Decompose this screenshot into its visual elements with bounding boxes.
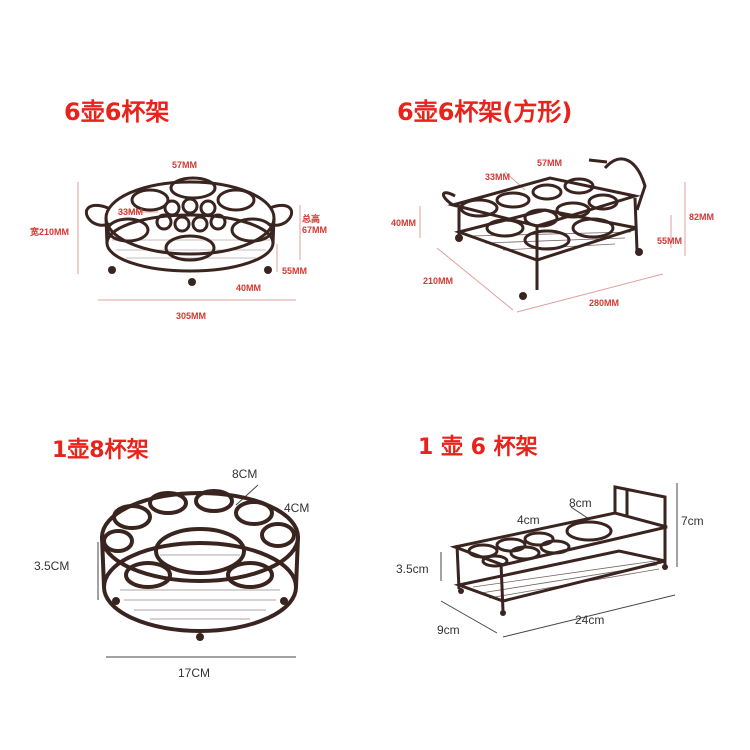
dim-small-ring: 4cm (517, 513, 540, 527)
panel-title: 1壶8杯架 (52, 438, 149, 463)
dim-small-ring: 33MM (485, 172, 511, 182)
panel-title: 6壶6杯架(方形) (397, 98, 573, 126)
dim-mid-height: 55MM (282, 266, 308, 276)
dim-length: 305MM (176, 311, 207, 321)
dim-length: 24cm (575, 613, 605, 627)
dim-height: 3.5CM (34, 559, 70, 573)
dim-big-ring: 8CM (232, 467, 258, 481)
dim-total-height: 7cm (681, 514, 704, 528)
round-8-cup-rack-photo (97, 484, 300, 658)
dim-length: 280MM (589, 298, 620, 308)
dim-cup-width: 57MM (537, 158, 563, 168)
dim-mid-height: 55MM (657, 236, 683, 246)
round-rack-photo (77, 176, 301, 301)
dim-left-height: 40MM (391, 218, 417, 228)
dim-height: 82MM (689, 212, 715, 222)
panel-title: 6壶6杯架 (64, 98, 170, 126)
dim-width: 宽210MM (30, 227, 70, 237)
panel-round-1-pot-8-cup: 1壶8杯架 (0, 375, 375, 750)
dim-total-height-label: 总高 (302, 214, 321, 224)
dim-depth: 210MM (423, 276, 454, 286)
dim-height: 3.5cm (396, 562, 429, 576)
dim-big-ring: 8cm (569, 496, 592, 510)
square-rack-photo (419, 157, 686, 313)
panel-square-6-pot-6-cup: 6壶6杯架(方形) (375, 0, 750, 375)
dim-small-ring: 33MM (118, 207, 144, 217)
dim-cup-width: 57MM (172, 160, 198, 170)
panel-rect-1-pot-6-cup: 1 壶 6 杯架 (375, 375, 750, 750)
panel-title: 1 壶 6 杯架 (418, 435, 538, 460)
dim-small-ring: 4CM (284, 501, 310, 515)
dim-diameter: 17CM (178, 666, 211, 680)
dim-total-height-value: 67MM (302, 225, 328, 235)
rect-rack-photo (440, 483, 678, 638)
panel-round-6-pot-6-cup: 6壶6杯架 (0, 0, 375, 375)
dim-depth: 9cm (437, 623, 460, 637)
dim-foot: 40MM (236, 283, 262, 293)
